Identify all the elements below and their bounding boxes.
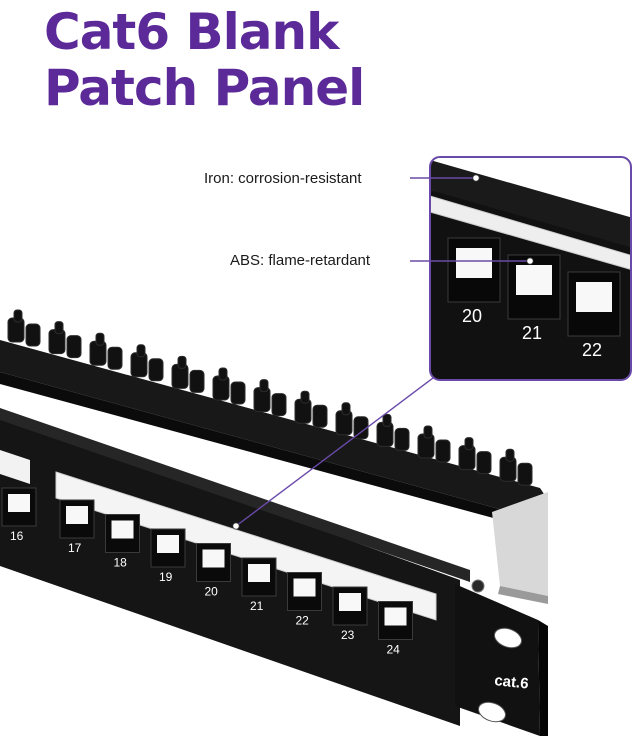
panel-port: 23	[332, 586, 368, 642]
cable-clip	[417, 425, 451, 463]
title-line-1: Cat6 Blank	[44, 3, 339, 61]
panel-port: 22	[287, 572, 322, 628]
brand-label: cat.6	[494, 672, 530, 692]
panel-port: 16	[1, 487, 37, 543]
cable-clip	[376, 413, 410, 451]
cable-clip	[253, 379, 287, 417]
panel-port: 24	[378, 601, 413, 657]
panel-port-label: 17	[68, 541, 82, 555]
zoom-port-label: 21	[522, 323, 542, 343]
cable-clip	[130, 344, 164, 382]
cable-clip	[7, 309, 41, 347]
cable-clip	[89, 332, 123, 370]
zoom-port: 22	[567, 271, 621, 360]
cable-clip	[458, 437, 492, 475]
zoom-port: 21	[507, 254, 561, 343]
callout-lines	[235, 177, 530, 527]
panel-port-label: 18	[114, 556, 128, 570]
zoom-inset: 20 21 22	[429, 156, 632, 381]
cable-clip	[294, 390, 328, 428]
panel-port: 19	[150, 528, 186, 584]
callout-dot-abs	[526, 257, 534, 265]
panel-port-label: 20	[205, 585, 219, 599]
panel-port-label: 21	[250, 599, 264, 613]
zoom-port-label: 22	[582, 340, 602, 360]
cable-clip	[499, 448, 533, 486]
callout-iron: Iron: corrosion-resistant	[204, 170, 362, 187]
callout-dot-iron	[472, 174, 480, 182]
cable-management-bar	[0, 309, 548, 528]
panel-port: 20	[196, 543, 231, 599]
panel-port: 18	[105, 514, 140, 570]
cable-clip	[212, 367, 246, 405]
callout-abs: ABS: flame-retardant	[230, 252, 371, 269]
zoom-port-label: 20	[462, 306, 482, 326]
panel-port-label: 24	[387, 643, 401, 657]
callout-dot-panel	[232, 522, 240, 530]
panel-port: 21	[241, 557, 277, 613]
cable-clip	[335, 402, 369, 440]
title-line-2: Patch Panel	[44, 59, 365, 117]
panel-port-label: 16	[10, 529, 24, 543]
panel-port: 17	[59, 499, 95, 555]
zoom-frame	[429, 156, 632, 381]
patch-panel-body: 16 17 18 19 20 21 22 23 24	[0, 408, 548, 736]
cable-clip	[48, 321, 82, 359]
cable-clip	[171, 355, 205, 393]
panel-port-label: 19	[159, 570, 173, 584]
panel-port-label: 22	[296, 614, 310, 628]
page-title: Cat6 Blank Patch Panel	[44, 3, 365, 117]
zoom-port: 20	[447, 237, 501, 326]
panel-port-label: 23	[341, 628, 355, 642]
